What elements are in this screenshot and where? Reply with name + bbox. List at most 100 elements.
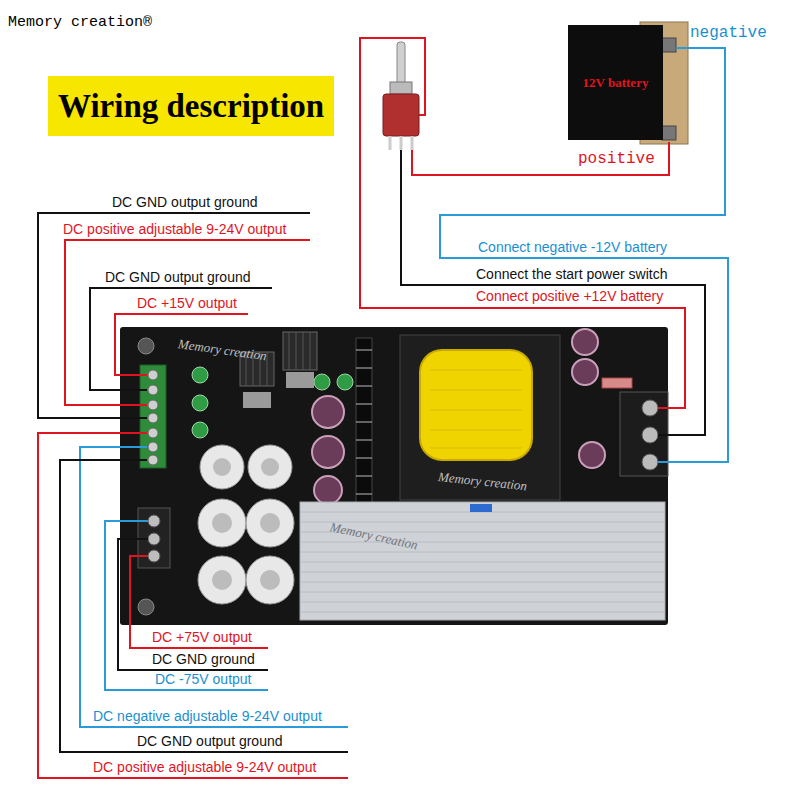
wire-label: Connect positive +12V battery bbox=[476, 288, 663, 304]
diode-row bbox=[356, 350, 372, 512]
small-capacitor bbox=[337, 374, 353, 390]
green-terminal-block bbox=[140, 365, 166, 468]
large-capacitor bbox=[198, 499, 246, 547]
large-capacitor bbox=[213, 458, 231, 476]
output-wire bbox=[65, 240, 310, 405]
transformer bbox=[430, 370, 522, 448]
green-terminal-block bbox=[148, 455, 158, 465]
output-label: DC GND output ground bbox=[105, 269, 251, 285]
battery-wire bbox=[401, 150, 705, 435]
large-capacitor bbox=[212, 513, 232, 533]
output-terminal-block bbox=[148, 533, 160, 545]
diode-row bbox=[356, 338, 372, 518]
title-text: Wiring description bbox=[58, 88, 324, 125]
green-terminal-block bbox=[148, 428, 158, 438]
title-band: Wiring description bbox=[48, 76, 334, 136]
green-terminal-block bbox=[148, 413, 158, 423]
output-label: DC positive adjustable 9-24V output bbox=[93, 759, 316, 775]
output-terminal-block bbox=[148, 515, 160, 527]
heatsink-small bbox=[283, 332, 317, 370]
aluminium-heatsink bbox=[300, 502, 665, 620]
large-capacitor bbox=[198, 445, 294, 604]
large-capacitor bbox=[246, 556, 294, 604]
output-wire bbox=[80, 447, 348, 727]
output-label: DC GND ground bbox=[152, 651, 255, 667]
terminal-label: positive bbox=[578, 150, 655, 168]
toggle-switch bbox=[397, 42, 405, 86]
battery-wire bbox=[360, 38, 728, 462]
purple-capacitor bbox=[312, 436, 344, 468]
transformer bbox=[400, 335, 560, 500]
output-label: DC +75V output bbox=[152, 629, 252, 645]
output-wire bbox=[118, 539, 268, 670]
green-terminal-block bbox=[148, 400, 158, 410]
fuse bbox=[602, 378, 632, 388]
battery-side bbox=[662, 38, 676, 52]
purple-capacitor bbox=[572, 359, 598, 385]
input-terminal-block bbox=[642, 427, 658, 443]
toggle-switch bbox=[383, 42, 419, 150]
terminal-label: negative bbox=[690, 24, 767, 42]
purple-capacitor bbox=[579, 442, 605, 468]
battery-wire bbox=[360, 38, 425, 305]
purple-capacitor bbox=[312, 396, 344, 428]
watermark: Memory creation bbox=[177, 337, 268, 364]
output-label: DC negative adjustable 9-24V output bbox=[93, 708, 322, 724]
output-label: DC +15V output bbox=[137, 295, 237, 311]
green-terminal-block bbox=[148, 370, 158, 380]
purple-capacitor bbox=[572, 329, 598, 355]
power-board bbox=[120, 327, 668, 625]
output-wire bbox=[90, 288, 272, 390]
battery-wire bbox=[412, 142, 669, 175]
large-capacitor bbox=[261, 458, 279, 476]
output-wire bbox=[60, 460, 348, 752]
output-label: DC positive adjustable 9-24V output bbox=[63, 221, 286, 237]
small-capacitor bbox=[192, 367, 208, 383]
green-terminal-block bbox=[148, 385, 158, 395]
output-wire bbox=[38, 213, 348, 778]
transformer bbox=[400, 335, 560, 500]
output-terminal-block bbox=[148, 550, 160, 562]
large-capacitor bbox=[260, 513, 280, 533]
watermark: Memory creation bbox=[328, 520, 419, 553]
output-label: DC GND output ground bbox=[137, 733, 283, 749]
battery-side bbox=[662, 126, 676, 140]
input-terminal-block bbox=[642, 454, 658, 470]
purple-capacitor bbox=[314, 476, 342, 504]
wire-label: Connect negative -12V battery bbox=[478, 239, 667, 255]
power-board bbox=[138, 599, 154, 615]
wire-label: Connect the start power switch bbox=[476, 266, 667, 282]
aluminium-heatsink bbox=[300, 512, 665, 612]
heatsink-small bbox=[289, 332, 310, 370]
large-capacitor bbox=[198, 556, 246, 604]
green-terminal-block bbox=[140, 365, 166, 468]
small-capacitor bbox=[314, 374, 330, 390]
large-capacitor bbox=[212, 570, 232, 590]
heatsink-small bbox=[240, 332, 317, 408]
battery-wire bbox=[360, 305, 685, 408]
output-label: DC GND output ground bbox=[112, 194, 258, 210]
large-capacitor bbox=[248, 445, 292, 489]
large-capacitor bbox=[260, 570, 280, 590]
battery-label: 12V battery bbox=[583, 75, 649, 91]
power-board bbox=[120, 327, 668, 625]
transformer bbox=[420, 350, 532, 460]
large-capacitor bbox=[200, 445, 244, 489]
fuse bbox=[602, 378, 632, 388]
toggle-switch bbox=[390, 136, 412, 150]
large-capacitor bbox=[246, 499, 294, 547]
aluminium-heatsink bbox=[470, 504, 492, 512]
brand-text: Memory creation® bbox=[8, 14, 152, 31]
power-board bbox=[138, 338, 154, 354]
heatsink-small bbox=[286, 372, 314, 388]
output-wire bbox=[105, 521, 268, 690]
diode-row bbox=[356, 338, 372, 518]
toggle-switch bbox=[383, 94, 419, 136]
small-capacitor bbox=[192, 395, 208, 411]
aluminium-heatsink bbox=[300, 502, 665, 620]
output-wire bbox=[130, 556, 268, 648]
watermark: Memory creation bbox=[437, 470, 527, 494]
heatsink-small bbox=[243, 392, 271, 408]
